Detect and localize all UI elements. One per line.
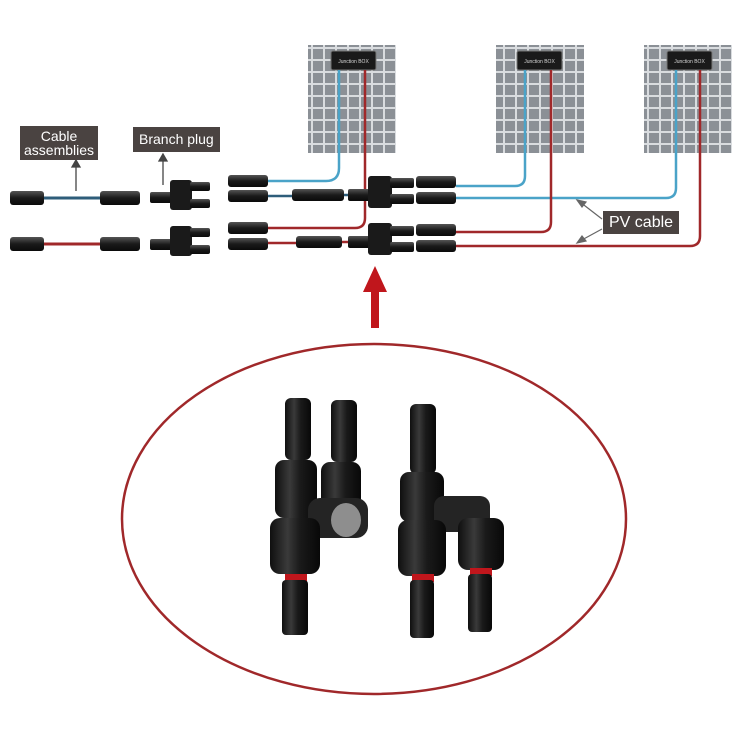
blue-cable-panel-1 <box>266 70 341 183</box>
junction-box <box>666 50 713 71</box>
cable-assembly-blue <box>10 191 140 205</box>
cable-assembly-red <box>10 237 140 251</box>
solar-panel-1: Junction BOX <box>308 45 396 153</box>
cable-assemblies-label-line1: Cable <box>40 128 78 144</box>
red-pv-cables <box>266 70 702 248</box>
detail-ellipse <box>120 342 628 696</box>
red-up-arrow <box>363 266 387 328</box>
cable-assemblies-label-line2: assemblies <box>24 142 95 158</box>
blue-cable-panel-2 <box>456 70 527 188</box>
junction-box-label: Junction BOX <box>338 59 369 65</box>
solar-panel-2: Junction BOX <box>496 45 584 153</box>
pv-cable-label: PV cable <box>603 211 680 234</box>
junction-box-label: Junction BOX <box>524 59 555 65</box>
red-cable-panel-1 <box>266 70 367 230</box>
branch-plug-system-bottom <box>348 223 414 255</box>
label-pointers <box>70 152 169 191</box>
junction-box <box>330 50 377 71</box>
branch-plug-bottom-left <box>150 226 210 256</box>
cap-highlight <box>331 503 361 537</box>
cable-assemblies-label: Cable assemblies <box>20 126 99 160</box>
system-connectors <box>228 175 456 252</box>
branch-plug-top-left <box>150 180 210 210</box>
red-cable-panel-2 <box>456 70 553 234</box>
branch-plug-system-top <box>348 176 414 208</box>
blue-pv-cables <box>266 70 678 200</box>
pv-cable-pointers <box>575 199 603 244</box>
blue-cable-panel-3 <box>456 70 678 200</box>
red-cable-panel-3 <box>456 70 702 248</box>
junction-box <box>516 50 563 71</box>
junction-box-label: Junction BOX <box>674 59 705 65</box>
branch-plug-label: Branch plug <box>133 127 220 152</box>
branch-connector-right <box>398 404 504 638</box>
solar-panel-3: Junction BOX <box>644 45 732 153</box>
branch-connector-left <box>270 398 368 635</box>
